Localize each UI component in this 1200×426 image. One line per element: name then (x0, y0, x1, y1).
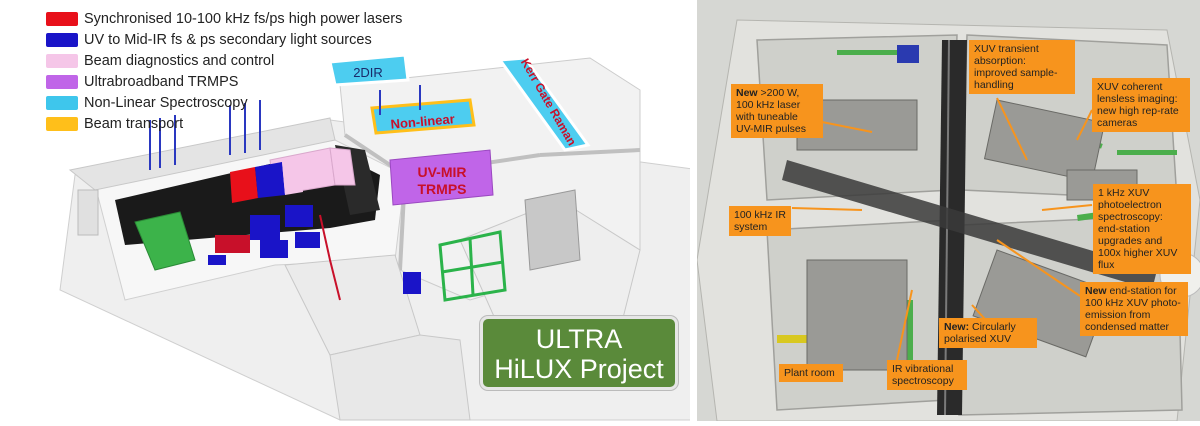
lower-room (329, 334, 471, 421)
callout-photoelectron: 1 kHz XUV photoelectron spectroscopy: en… (1093, 184, 1191, 274)
inner-wall (539, 148, 641, 157)
callout-arrows (791, 97, 1093, 361)
project-badge-line2: HiLUX Project (494, 354, 664, 384)
lab-floorplan-drawing: 2DIR Kerr Gate Raman Non-linear UV-MIR T… (59, 53, 701, 421)
callout-xuv-coherent: XUV coherent lensless imaging: new high … (1092, 78, 1190, 132)
legend: Synchronised 10-100 kHz fs/ps high power… (46, 8, 402, 134)
legend-label: Ultrabroadband TRMPS (84, 73, 239, 90)
project-badge: ULTRA HiLUX Project (480, 316, 678, 390)
callout-new-laser: New >200 W, 100 kHz laser with tuneable … (731, 84, 823, 138)
ultra-lab-render: 2DIR Kerr Gate Raman Non-linear UV-MIR T… (46, 8, 701, 421)
callout-new-tag: New: (944, 321, 970, 333)
laser-block (230, 167, 258, 203)
grey-cabinet (524, 189, 581, 271)
room-2dir-label: 2DIR (353, 65, 383, 80)
diagnostics-block (282, 160, 303, 195)
cabinet (897, 45, 919, 63)
callout-new-tag: New (1085, 285, 1107, 297)
cabinet (403, 272, 421, 294)
floor-source-block (260, 240, 288, 258)
callout-endstation: New end-station for 100 kHz XUV photo-em… (1080, 282, 1188, 336)
callout-text: >200 W, 100 kHz laser with tuneable UV-M… (736, 87, 807, 135)
legend-swatch (46, 11, 78, 26)
floor-source-block (208, 255, 226, 265)
callout-text: 1 kHz XUV photoelectron spectroscopy: en… (1098, 187, 1178, 271)
floor-source-block (295, 232, 320, 248)
callout-text: Plant room (784, 367, 835, 379)
pipe-group (149, 85, 421, 170)
legend-item: Beam diagnostics and control (46, 50, 402, 71)
callout-xuv-transient: XUV transient absorption: improved sampl… (969, 40, 1075, 94)
floor-source-block (285, 205, 313, 227)
room-uvmir-label-1: UV-MIR (418, 164, 467, 180)
room-uvmir-label-2: TRMPS (418, 181, 467, 197)
floor-laser-block (215, 235, 250, 253)
legend-item: Beam transport (46, 113, 402, 134)
callout-new-tag: New (736, 87, 758, 99)
callout-text: 100 kHz IR system (734, 209, 786, 233)
callout-circular: New: Circularly polarised XUV (939, 318, 1037, 348)
floor-source-block (250, 215, 280, 240)
callout-text: XUV coherent lensless imaging: new high … (1097, 81, 1179, 129)
legend-label: UV to Mid-IR fs & ps secondary light sou… (84, 31, 372, 48)
legend-swatch (46, 95, 78, 110)
legend-label: Beam transport (84, 115, 184, 132)
legend-item: UV to Mid-IR fs & ps secondary light sou… (46, 29, 402, 50)
callout-ir-system: 100 kHz IR system (729, 206, 791, 236)
legend-item: Synchronised 10-100 kHz fs/ps high power… (46, 8, 402, 29)
callout-text: Circularly polarised XUV (944, 321, 1016, 345)
project-badge-line1: ULTRA (535, 324, 623, 354)
pipe (319, 214, 341, 301)
legend-swatch (46, 32, 78, 47)
callout-text: XUV transient absorption: improved sampl… (974, 43, 1058, 91)
room-kerr-box (497, 56, 591, 152)
room-uvmir-box (389, 149, 494, 206)
door (77, 189, 99, 236)
room-2dir-box (328, 53, 410, 87)
legend-label: Synchronised 10-100 kHz fs/ps high power… (84, 10, 403, 27)
legend-label: Beam diagnostics and control (84, 52, 275, 69)
callout-plant-room: Plant room (779, 364, 843, 382)
diagonal-beamline (782, 160, 1157, 290)
room-nonlinear-label: Non-linear (390, 111, 455, 132)
callout-ir-vib: IR vibrational spectroscopy (887, 360, 967, 390)
callout-text: end-station for 100 kHz XUV photo-emissi… (1085, 285, 1181, 333)
legend-swatch (46, 74, 78, 89)
back-wall (68, 117, 336, 191)
callout-text: IR vibrational spectroscopy (892, 363, 954, 387)
legend-item: Non-Linear Spectroscopy (46, 92, 402, 113)
hilux-facility-render: XUV transient absorption: improved sampl… (697, 0, 1200, 421)
secondary-source-block (255, 162, 285, 198)
room-nonlinear-box (370, 98, 476, 135)
diagnostics-block (329, 147, 356, 186)
green-frame (438, 230, 507, 302)
legend-swatch (46, 53, 78, 68)
legend-label: Non-Linear Spectroscopy (84, 94, 248, 111)
laser-enclosure (134, 211, 196, 271)
legend-swatch (46, 116, 78, 131)
legend-item: Ultrabroadband TRMPS (46, 71, 402, 92)
